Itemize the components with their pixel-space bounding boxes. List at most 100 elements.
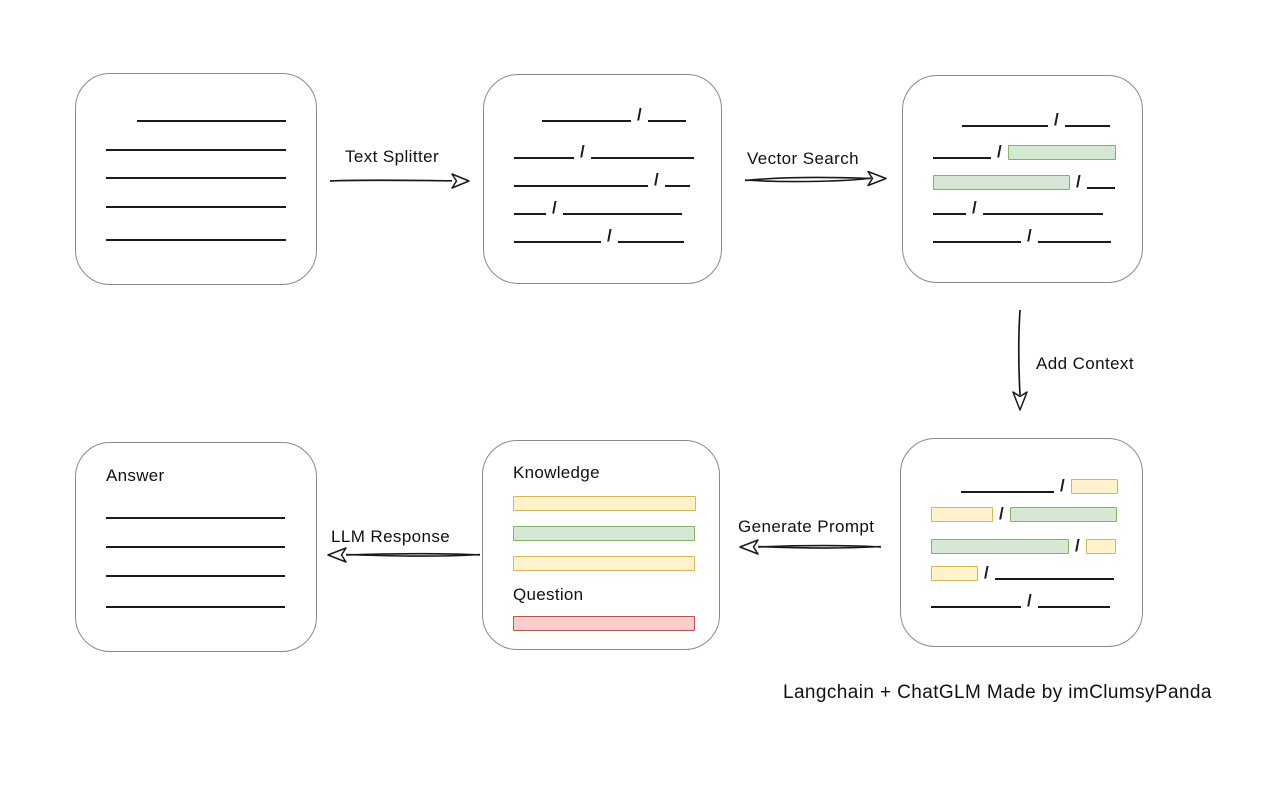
slash-separator: / [654,170,659,189]
text-line [106,149,286,151]
slash-separator: / [972,198,977,217]
box-row [106,550,286,579]
slash-separator: / [1027,591,1032,610]
slash-separator: / [984,563,989,582]
box-row [106,124,286,153]
slash-separator: / [607,226,612,245]
box-row: / [933,129,1116,161]
text-line [931,606,1021,608]
text-line [933,213,966,215]
text-line [664,185,690,187]
split-text-box: / / / / / [483,74,722,284]
generate-prompt-label: Generate Prompt [738,517,875,536]
text-line [106,517,285,519]
box-row [106,181,286,210]
slash-separator: / [1060,476,1065,495]
box-row: / [931,495,1117,523]
text-line [137,120,286,122]
text-line [514,185,648,187]
box-title: Answer [106,465,165,485]
text-splitter-label: Text Splitter [345,147,440,166]
text-line [106,546,285,548]
text-line [106,239,286,241]
box-row: / [961,439,1118,495]
box-row: / [514,124,694,161]
box-row [106,521,286,550]
text-line [647,120,686,122]
green-highlight-bar [931,539,1069,554]
box-row [513,542,695,572]
box-row: / [514,161,691,189]
box-row: / [962,76,1112,129]
slash-separator: / [637,105,642,124]
text-line [590,157,694,159]
box-title: Knowledge [513,462,600,482]
text-line [542,120,631,122]
box-row: / [933,191,1112,217]
text-line [106,206,286,208]
text-line [1037,606,1110,608]
box-row: / [933,161,1115,191]
box-row [513,606,695,632]
llm-response-label: LLM Response [331,527,451,546]
box-row [106,487,286,521]
yellow-highlight-bar [513,556,695,571]
text-line [562,213,682,215]
text-line [1086,187,1115,189]
slash-separator: / [1054,110,1059,129]
text-line [514,241,601,243]
slash-separator: / [997,142,1002,161]
text-line [1064,125,1110,127]
text-line [982,213,1103,215]
slash-separator: / [1075,536,1080,555]
box-row: / [931,582,1112,610]
text-line [1037,241,1111,243]
slash-separator: / [580,142,585,161]
red-highlight-bar [513,616,695,631]
box-row: / [931,555,1114,582]
text-splitter-arrow-icon [329,173,470,189]
box-row: / [542,75,691,124]
slash-separator: / [1027,226,1032,245]
box-title: Question [513,584,584,604]
text-line [617,241,684,243]
box-row: / [931,523,1116,555]
text-line [933,157,991,159]
source-document-box [75,73,317,285]
text-line [106,606,285,608]
text-line [106,177,286,179]
text-line [994,578,1114,580]
box-row: Knowledge [513,441,689,484]
vector-search-arrow-icon [744,170,887,187]
green-highlight-bar [513,526,695,541]
vector-search-result-box: ///// [902,75,1143,283]
box-row: Answer [106,443,286,487]
text-line [106,575,285,577]
box-row [106,579,286,610]
green-highlight-bar [1009,507,1117,522]
yellow-highlight-bar [931,566,978,581]
box-row: / [514,217,691,245]
text-line [962,125,1048,127]
box-row [513,512,695,542]
green-highlight-bar [933,175,1070,190]
box-row [137,74,286,124]
slash-separator: / [552,198,557,217]
box-row [106,210,286,243]
box-row [106,153,286,181]
credit-caption: Langchain + ChatGLM Made by imClumsyPand… [783,682,1212,703]
generate-prompt-arrow-icon [739,539,882,555]
box-row: / [933,217,1112,245]
text-line [933,241,1021,243]
llm-response-arrow-icon [327,547,481,563]
box-row [513,484,696,512]
yellow-highlight-bar [1070,479,1118,494]
vector-search-label: Vector Search [747,149,859,168]
add-context-label: Add Context [1036,354,1134,373]
add-context-arrow-icon [1012,309,1028,411]
yellow-highlight-bar [1085,539,1116,554]
green-highlight-bar [1007,145,1116,160]
text-line [514,157,574,159]
yellow-highlight-bar [513,496,696,511]
